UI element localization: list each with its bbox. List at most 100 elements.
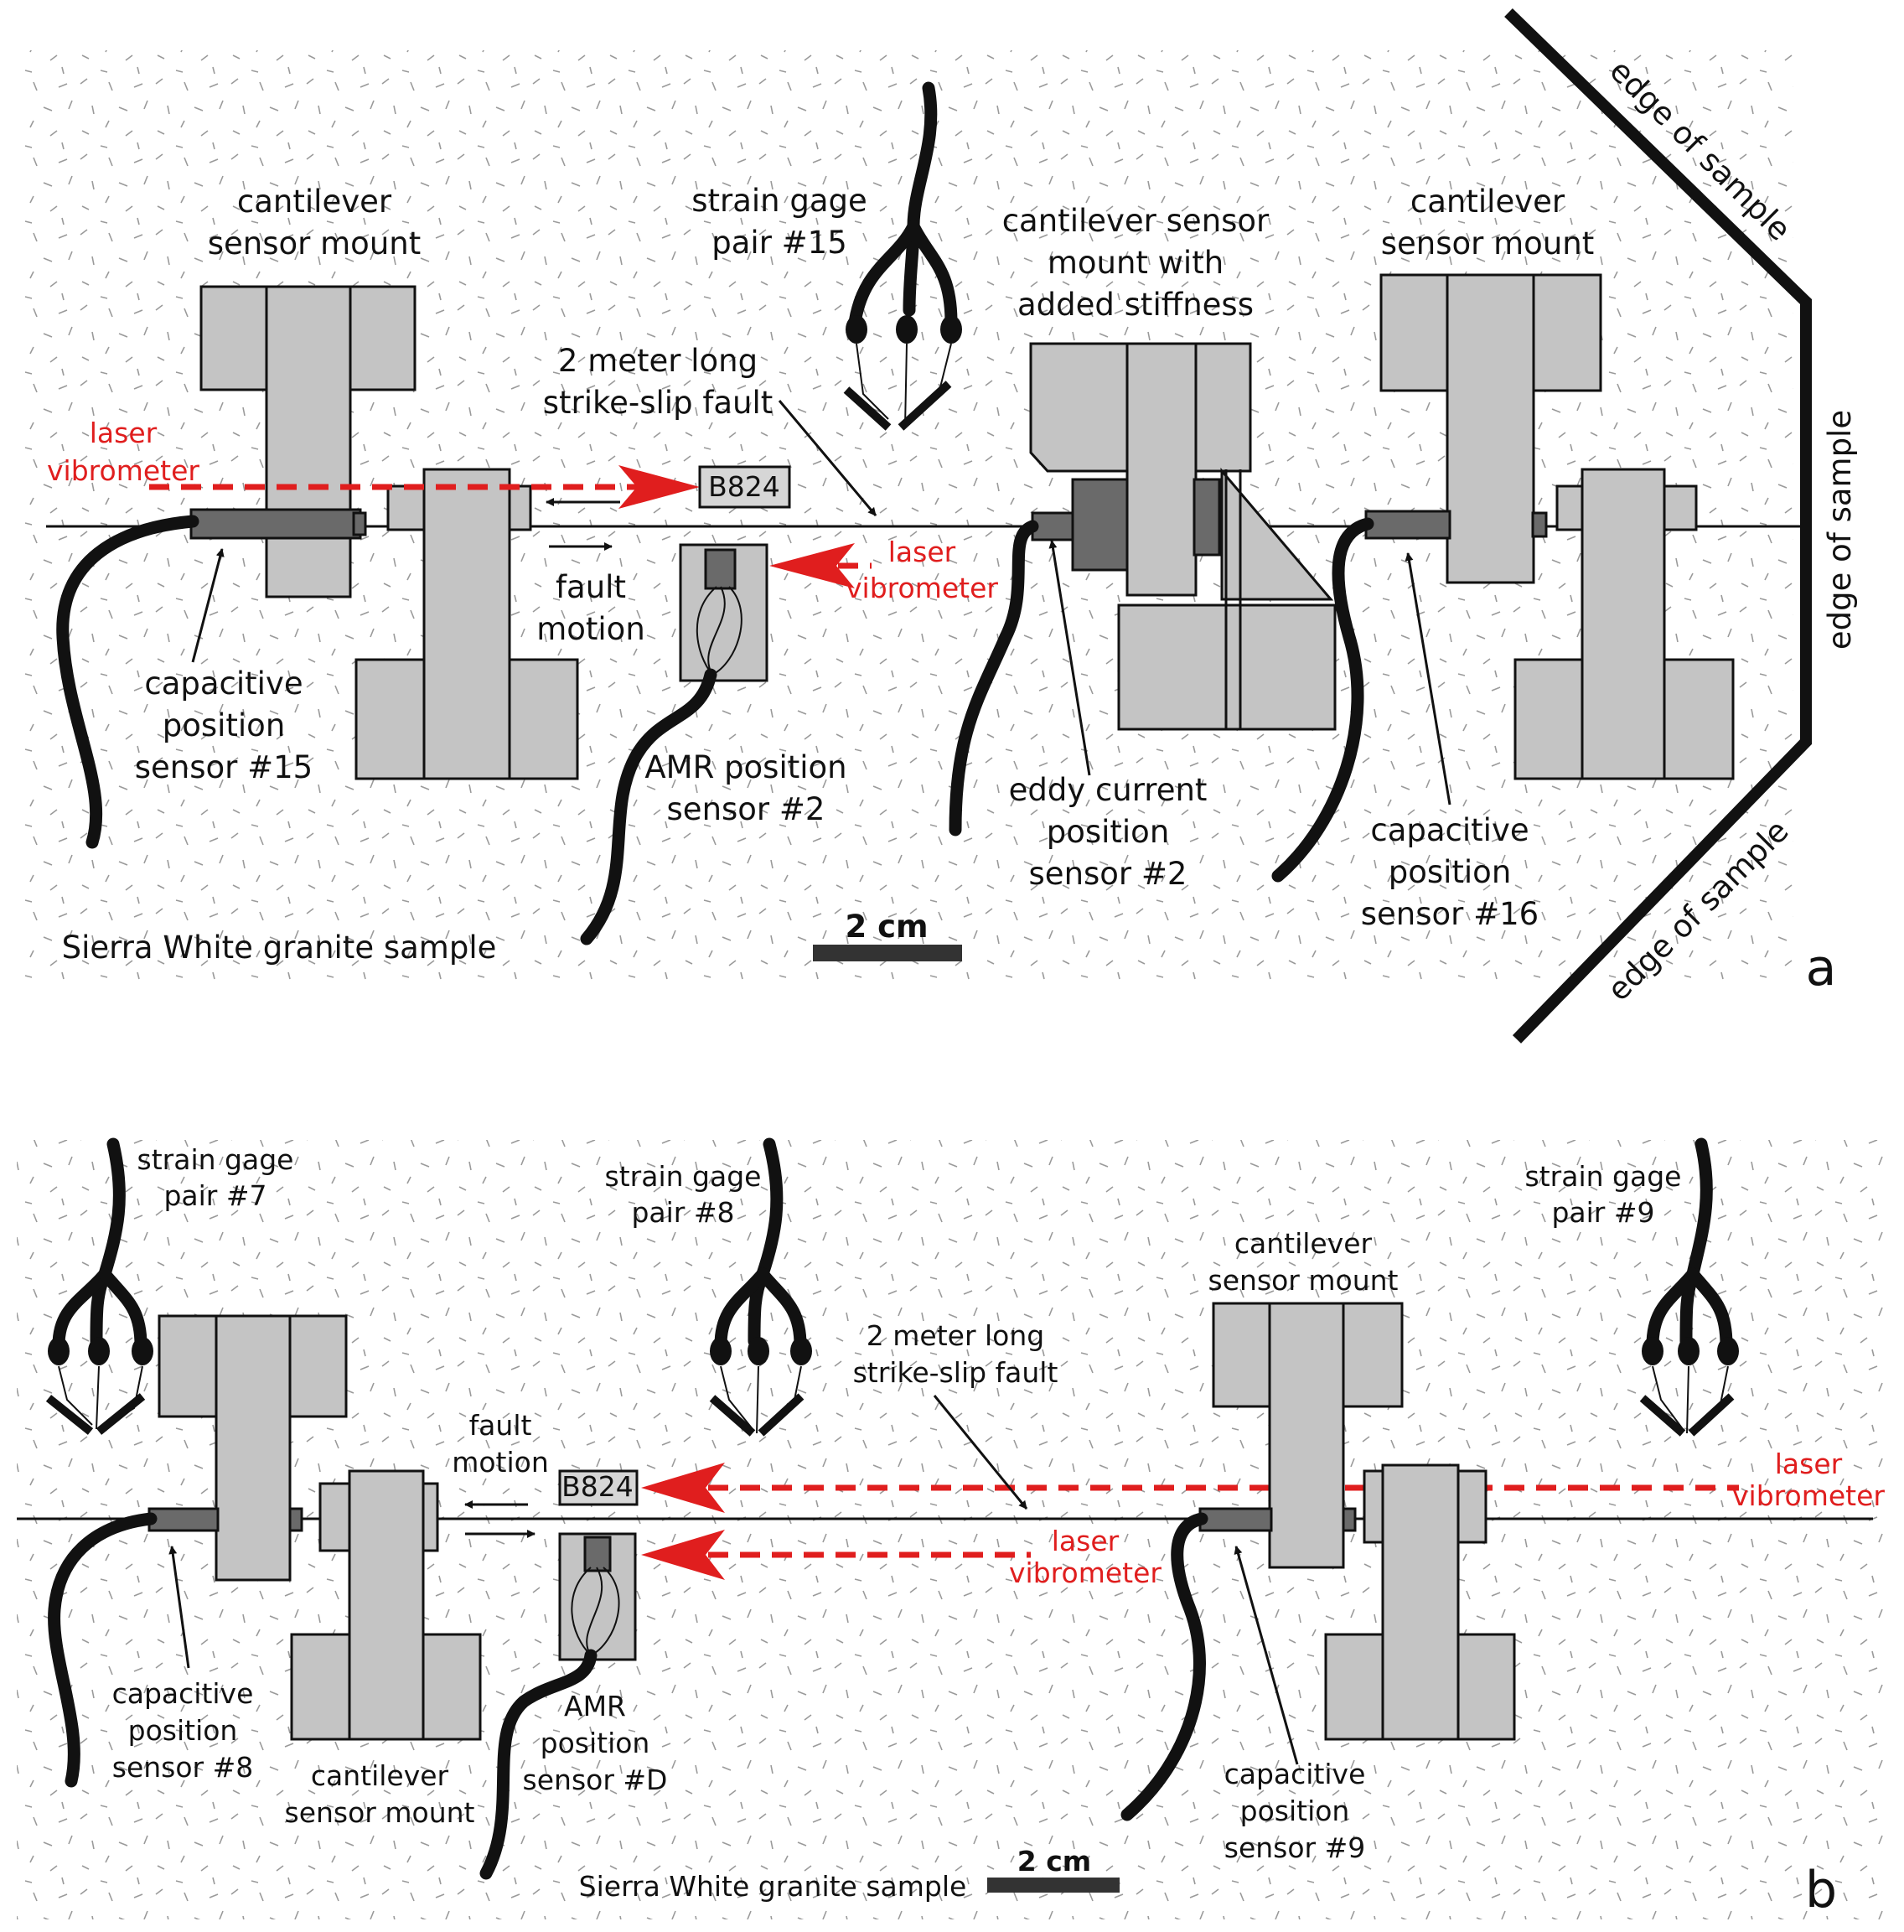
capacitive-sensor-15 — [189, 508, 362, 540]
capacitive-sensor-8-tip — [288, 1507, 303, 1532]
cable-cap8 — [48, 1512, 158, 1788]
label-fault-b-line-2: strike-slip fault — [853, 1356, 1058, 1389]
cable-cap16 — [1271, 517, 1374, 883]
label-mount-right-line-1: cantilever — [1410, 184, 1565, 220]
label-amrD-line-2: position — [541, 1727, 650, 1759]
label-laser-left-line-2: vibrometer — [47, 454, 199, 487]
b824-box-a — [698, 465, 791, 509]
label-laser-mid-line-1: laser — [888, 536, 956, 568]
capacitive-sensor-9-tip — [1342, 1507, 1357, 1532]
laser-arrowhead-b-mid — [641, 1530, 725, 1580]
label-amr2-line-2: sensor #2 — [667, 791, 825, 827]
panel-letter-a: a — [1806, 939, 1837, 997]
b824-box-b — [558, 1469, 639, 1506]
cantilever-mount-b-left — [158, 1314, 482, 1741]
eddy-leader — [1048, 540, 1091, 776]
label-laser-right-line-2: vibrometer — [1732, 1479, 1885, 1512]
label-b824-a: B824 — [708, 470, 780, 503]
label-laser-mid-b-line-2: vibrometer — [1009, 1556, 1162, 1589]
panel-letter-b: b — [1805, 1861, 1837, 1919]
fault-leader-b — [933, 1395, 1028, 1510]
label-sg9-line-1: strain gage — [1525, 1160, 1682, 1193]
label-mount-b-right-line-1: cantilever — [1234, 1227, 1373, 1260]
label-cap16-line-2: position — [1389, 854, 1512, 890]
label-cap8-line-1: capacitive — [112, 1677, 254, 1710]
label-cap16-line-3: sensor #16 — [1361, 896, 1539, 932]
amr-sensor-2 — [580, 543, 768, 945]
label-eddy2-line-1: eddy current — [1009, 772, 1208, 808]
cantilever-mount-stiff — [1029, 342, 1337, 731]
label-mount-stiff-line-2: mount with — [1048, 245, 1224, 281]
label-mount-stiff-line-1: cantilever sensor — [1002, 203, 1270, 239]
label-sg7-line-1: strain gage — [137, 1143, 294, 1176]
label-cap16-line-1: capacitive — [1370, 812, 1529, 848]
mount-base-left — [354, 468, 579, 780]
label-cap8-line-3: sensor #8 — [112, 1751, 254, 1784]
strain-gage-15 — [843, 81, 962, 431]
label-sample-b: Sierra White granite sample — [579, 1870, 967, 1903]
label-strain-gage-15-line-2: pair #15 — [711, 225, 847, 261]
label-fault-motion-a-line-2: motion — [536, 611, 645, 647]
label-sg7-line-2: pair #7 — [163, 1179, 266, 1212]
capacitive-sensor-9 — [1198, 1507, 1273, 1532]
laser-arrowhead-b-top — [641, 1463, 725, 1513]
label-cap9-line-3: sensor #9 — [1224, 1831, 1366, 1864]
laser-arrowhead-mid-a — [769, 543, 855, 588]
cap16-leader — [1405, 552, 1451, 805]
label-amrD-line-3: sensor #D — [523, 1764, 668, 1796]
panel-b — [17, 1137, 1886, 1919]
label-fault-b-line-1: 2 meter long — [867, 1319, 1044, 1352]
label-laser-mid-b-line-1: laser — [1052, 1525, 1120, 1557]
eddy-current-sensor-2 — [1031, 511, 1074, 541]
cable-cap15 — [56, 515, 199, 849]
label-strain-gage-15-line-1: strain gage — [691, 183, 867, 219]
label-mount-b-bottom-line-2: sensor mount — [285, 1796, 475, 1829]
panel-a — [25, 8, 1812, 1044]
cable-cap9 — [1120, 1512, 1208, 1821]
cantilever-mount-b-right — [1212, 1302, 1516, 1741]
label-mount-left-line-2: sensor mount — [208, 225, 421, 262]
cantilever-mount-left — [199, 285, 416, 598]
label-amrD-line-1: AMR — [564, 1690, 626, 1722]
label-amr2-line-1: AMR position — [644, 749, 846, 785]
label-sample-a: Sierra White granite sample — [62, 930, 497, 966]
strain-gage-9 — [1639, 1137, 1739, 1437]
label-mount-stiff-line-3: added stiffness — [1017, 287, 1254, 323]
strain-gage-8 — [709, 1137, 812, 1437]
label-cap15-line-1: capacitive — [144, 666, 303, 702]
label-mount-right-line-2: sensor mount — [1381, 225, 1594, 262]
label-cap9-line-1: capacitive — [1224, 1758, 1366, 1790]
cap9-leader — [1234, 1546, 1299, 1765]
cantilever-mount-right — [1379, 273, 1735, 780]
capacitive-sensor-16-tip — [1531, 511, 1548, 538]
label-fault-a-line-1: 2 meter long — [558, 343, 758, 379]
label-sg9-line-2: pair #9 — [1551, 1196, 1654, 1229]
label-eddy2-line-3: sensor #2 — [1029, 856, 1187, 892]
strain-gage-7 — [45, 1137, 153, 1435]
label-fault-motion-b-line-1: fault — [469, 1409, 532, 1442]
label-fault-motion-b-line-2: motion — [452, 1446, 549, 1479]
label-laser-right-line-1: laser — [1775, 1448, 1843, 1480]
label-scale-b: 2 cm — [1017, 1845, 1091, 1878]
label-sg8-line-2: pair #8 — [631, 1196, 734, 1229]
label-laser-mid-line-2: vibrometer — [846, 572, 998, 604]
label-fault-motion-a-line-1: fault — [556, 569, 626, 605]
label-cap15-line-2: position — [163, 707, 286, 743]
label-b824-b: B824 — [561, 1470, 634, 1503]
scale-bar-a — [813, 945, 962, 961]
capacitive-sensor-8 — [147, 1507, 220, 1532]
sample-edge-outline — [1504, 8, 1812, 1044]
cap15-leader — [191, 548, 225, 663]
cap8-leader — [168, 1546, 190, 1669]
fault-leader-a — [778, 400, 877, 516]
label-eddy2-line-2: position — [1047, 814, 1170, 850]
label-laser-left-line-1: laser — [90, 417, 158, 449]
scale-bar-b — [987, 1878, 1120, 1893]
label-mount-b-bottom-line-1: cantilever — [311, 1759, 449, 1792]
amr-sensor-d — [479, 1532, 637, 1880]
laser-arrowhead-left — [618, 465, 700, 509]
capacitive-sensor-15-tip — [352, 511, 367, 536]
label-scale-a: 2 cm — [845, 909, 928, 945]
label-mount-left-line-1: cantilever — [237, 184, 392, 220]
